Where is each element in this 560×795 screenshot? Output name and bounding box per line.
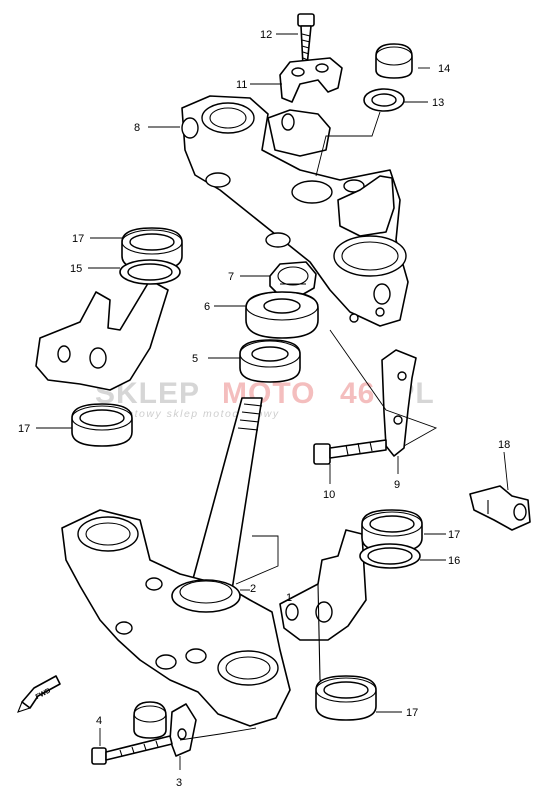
rubber-ring-part-17-lower-right (315, 675, 377, 721)
callout-17-lower-left: 17 (18, 423, 30, 435)
callout-17-lower-right: 17 (406, 707, 418, 719)
bolt-part-4 (91, 735, 173, 765)
callout-1: 1 (286, 592, 292, 604)
callout-8: 8 (134, 122, 140, 134)
callout-17-upper-right: 17 (448, 529, 460, 541)
bolt-part-12 (297, 13, 315, 67)
dust-cover-part-6 (245, 291, 319, 339)
ring-part-16 (359, 543, 421, 569)
callout-9: 9 (394, 479, 400, 491)
callout-4: 4 (96, 715, 102, 727)
callout-6: 6 (204, 301, 210, 313)
callout-10: 10 (323, 489, 335, 501)
right-bracket-part-16 (279, 529, 367, 691)
nut-part-7 (269, 261, 317, 297)
callout-14: 14 (438, 63, 450, 75)
handlebar-clamp-part-11 (279, 57, 343, 103)
left-bracket-part-15 (35, 279, 169, 391)
callout-5: 5 (192, 353, 198, 365)
callout-17-upper-left: 17 (72, 233, 84, 245)
cap-part-14 (375, 43, 413, 79)
fwd-arrow-icon: FWD (17, 675, 61, 713)
ring-part-15 (119, 259, 181, 285)
small-bracket-part-3 (169, 703, 197, 757)
watermark-part3: 46 (340, 377, 375, 410)
bracket-plate-part-9 (381, 349, 417, 457)
callout-18: 18 (498, 439, 510, 451)
bolt-part-10 (313, 439, 387, 465)
washer-part-13 (363, 88, 405, 112)
switch-part-18 (469, 485, 531, 531)
watermark-tagline: internetowy sklep motocyklowy (92, 408, 280, 420)
callout-3: 3 (176, 777, 182, 789)
callout-labels: 1 2 3 4 5 6 7 8 9 10 11 12 13 14 15 16 1… (18, 29, 510, 789)
leader-lines (36, 33, 509, 770)
bearing-part-5 (239, 339, 301, 383)
rubber-mount (133, 701, 167, 739)
callout-7: 7 (228, 271, 234, 283)
callout-16: 16 (448, 555, 460, 567)
rubber-ring-part-17-lower-left (71, 403, 133, 447)
upper-bracket-part-8 (181, 95, 409, 327)
callout-15: 15 (70, 263, 82, 275)
callout-13: 13 (432, 97, 444, 109)
steering-stem (189, 397, 263, 591)
callout-11: 11 (236, 79, 247, 91)
lower-bracket-part-1 (61, 509, 291, 727)
callout-12: 12 (260, 29, 272, 41)
rubber-ring-part-17-upper-left (121, 227, 183, 271)
callout-2: 2 (250, 583, 256, 595)
